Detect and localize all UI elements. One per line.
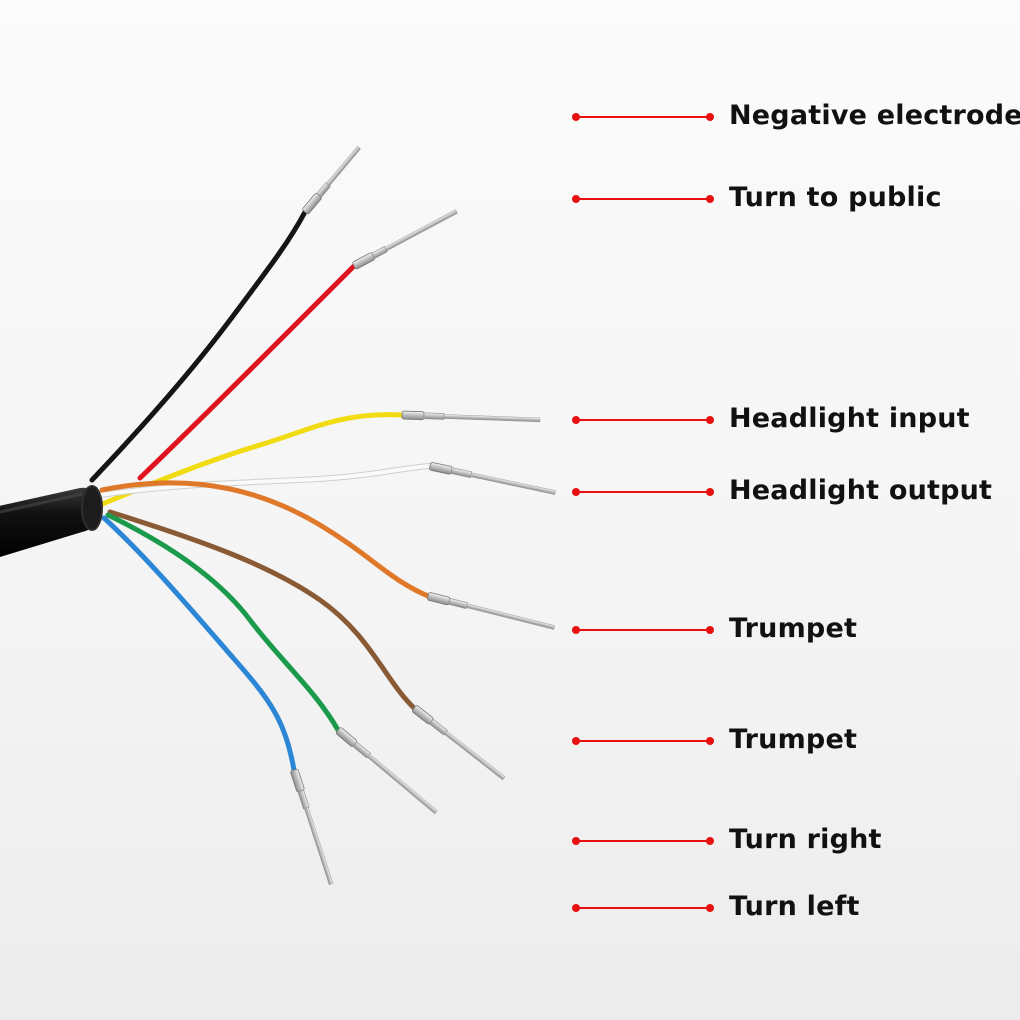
pointer-dot-icon (706, 195, 714, 203)
wire-orange (99, 480, 431, 599)
terminal-brown (411, 705, 506, 781)
label-row-trumpet-2: Trumpet (572, 721, 1012, 761)
wire-green (105, 512, 341, 733)
wire-red (137, 263, 357, 481)
label-row-headlight-input: Headlight input (572, 400, 1012, 440)
terminal-black (302, 146, 361, 215)
pointer-line (572, 195, 714, 203)
wire-blue (101, 515, 297, 773)
pointer-dot-icon (706, 488, 714, 496)
label-text: Trumpet (729, 724, 858, 755)
label-text: Trumpet (729, 613, 858, 644)
pointer-dot-icon (706, 837, 714, 845)
pointer-dot-icon (706, 626, 714, 634)
pointer-line (572, 113, 714, 121)
label-text: Negative electrode (729, 100, 1020, 131)
label-row-negative-electrode: Negative electrode (572, 97, 1020, 137)
pointer-dot-icon (706, 416, 714, 424)
label-row-turn-to-public: Turn to public (572, 179, 1012, 219)
label-text: Headlight output (729, 475, 993, 506)
pointer-line (572, 488, 714, 496)
wire-brown (107, 509, 417, 711)
label-row-headlight-output: Headlight output (572, 472, 1012, 512)
label-text: Headlight input (729, 403, 970, 434)
label-text: Turn left (729, 891, 860, 922)
cable-end (81, 485, 103, 531)
pointer-line (572, 837, 714, 845)
label-row-trumpet-1: Trumpet (572, 610, 1012, 650)
terminal-orange (427, 592, 555, 630)
pointer-dot-icon (706, 904, 714, 912)
terminal-yellow (401, 410, 541, 423)
label-text: Turn right (729, 824, 882, 855)
terminal-green (335, 727, 438, 815)
wire-black (89, 209, 308, 483)
pointer-line (572, 416, 714, 424)
pointer-line (572, 626, 714, 634)
wire-white (98, 464, 432, 497)
label-row-turn-right: Turn right (572, 821, 1012, 861)
pointer-line (572, 904, 714, 912)
pointer-dot-icon (706, 113, 714, 121)
terminal-white (429, 462, 556, 495)
terminal-red (352, 209, 458, 270)
label-text: Turn to public (729, 182, 942, 213)
label-row-turn-left: Turn left (572, 888, 1012, 928)
pointer-line (572, 737, 714, 745)
terminal-blue (290, 768, 334, 886)
pointer-dot-icon (706, 737, 714, 745)
